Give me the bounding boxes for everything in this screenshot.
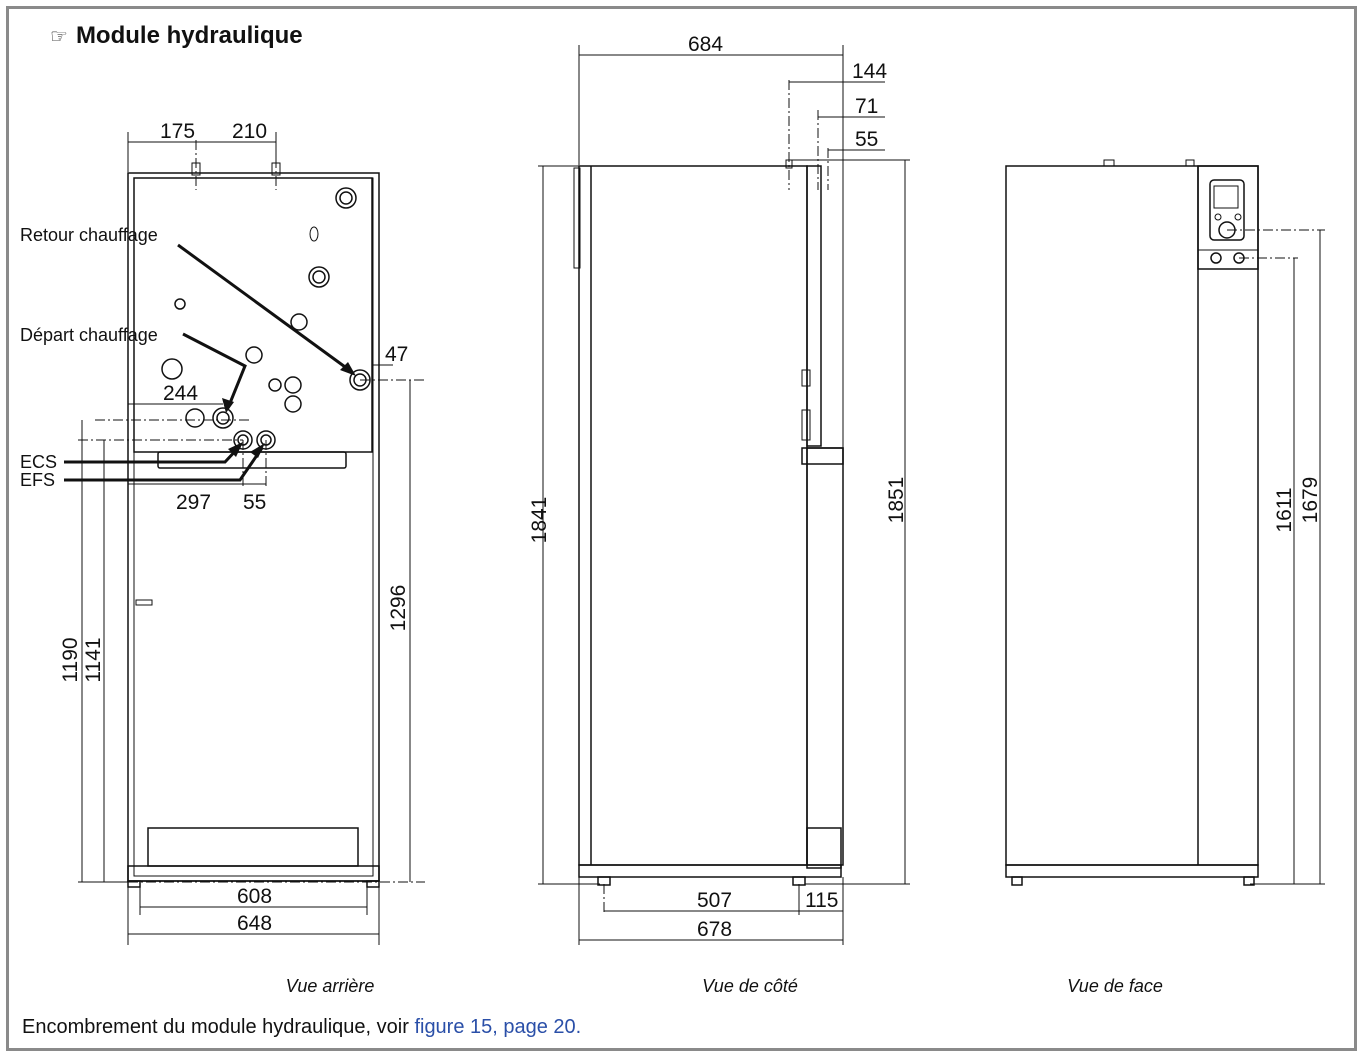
dim-71: 71 xyxy=(855,95,878,118)
side-cabinet xyxy=(578,165,808,866)
dim-1296: 1296 xyxy=(387,585,410,632)
figure-15-link[interactable]: figure 15, page 20. xyxy=(414,1016,582,1038)
dim-55-back: 55 xyxy=(243,491,266,514)
back-base xyxy=(147,827,359,867)
dim-144: 144 xyxy=(852,60,887,83)
back-frame-outline xyxy=(127,172,380,882)
dim-684: 684 xyxy=(688,33,723,56)
control-panel xyxy=(1197,165,1259,270)
dim-47: 47 xyxy=(385,343,408,366)
dim-648: 648 xyxy=(237,912,272,935)
front-view: 1611 1679 Vue de face xyxy=(1005,159,1325,996)
dim-1679: 1679 xyxy=(1299,477,1322,524)
control-screen-housing xyxy=(1209,179,1245,241)
dim-1190: 1190 xyxy=(59,637,82,682)
label-retour-chauffage: Retour chauffage xyxy=(20,225,158,245)
dim-1141: 1141 xyxy=(82,637,105,682)
dim-55-side: 55 xyxy=(855,128,878,151)
label-efs: EFS xyxy=(20,470,55,490)
dim-608: 608 xyxy=(237,885,272,908)
dim-678: 678 xyxy=(697,918,732,941)
dim-115: 115 xyxy=(805,889,838,912)
dim-1841: 1841 xyxy=(528,497,551,544)
footer-note: Encombrement du module hydraulique, voir… xyxy=(22,1016,581,1039)
pointing-hand-icon: ☞ xyxy=(50,26,68,48)
section-title: ☞ Module hydraulique xyxy=(50,22,303,50)
caption-side-view: Vue de côté xyxy=(702,976,798,996)
dim-1851: 1851 xyxy=(885,477,908,524)
dim-244: 244 xyxy=(163,382,198,405)
side-lower-frame xyxy=(806,447,844,866)
footer-text: Encombrement du module hydraulique, voir xyxy=(22,1016,415,1038)
label-ecs: ECS xyxy=(20,452,57,472)
dim-210: 210 xyxy=(232,120,267,143)
dim-297: 297 xyxy=(176,491,211,514)
label-depart-chauffage: Départ chauffage xyxy=(20,325,158,345)
section-title-text: Module hydraulique xyxy=(75,22,303,49)
dim-507: 507 xyxy=(697,889,732,912)
dim-175: 175 xyxy=(160,120,195,143)
back-frame-inner xyxy=(133,177,374,877)
dim-1611: 1611 xyxy=(1273,487,1296,532)
side-view: 684 144 71 55 1841 1851 507 115 678 Vue … xyxy=(528,33,910,996)
control-screen xyxy=(1213,185,1239,209)
front-cabinet xyxy=(1005,165,1259,866)
hydraulic-plate xyxy=(133,177,373,453)
caption-back-view: Vue arrière xyxy=(286,976,375,996)
back-view: 175 210 47 244 297 55 1190 1141 1296 608… xyxy=(20,120,425,996)
caption-front-view: Vue de face xyxy=(1067,976,1163,996)
